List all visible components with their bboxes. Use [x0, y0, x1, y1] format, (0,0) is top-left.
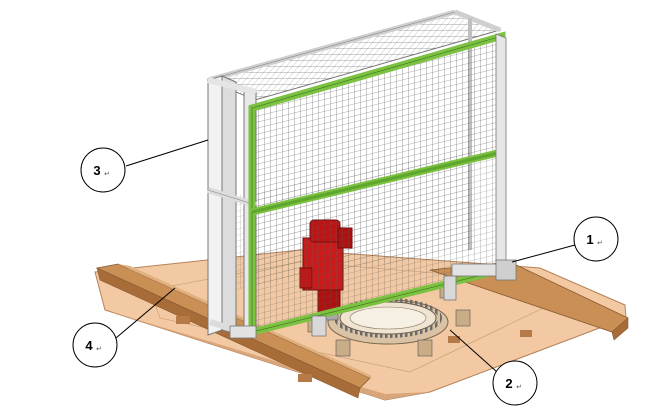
- callout-2-number: 2: [505, 376, 512, 391]
- callout-1: 1 ↵: [573, 216, 619, 262]
- callout-4-number: 4: [85, 338, 93, 353]
- callout-4: 4 ↵: [72, 322, 118, 368]
- callout-2-mark: ↵: [516, 383, 522, 391]
- callout-1-number: 1: [586, 232, 593, 247]
- callout-3: 3 ↵: [80, 147, 126, 193]
- callout-1-mark: ↵: [597, 239, 603, 247]
- frame-feet: [229, 259, 517, 339]
- callout-3-mark: ↵: [104, 170, 110, 178]
- callout-3-number: 3: [93, 163, 100, 178]
- leader-lines: [115, 139, 576, 373]
- rotary-ring: [327, 298, 449, 345]
- callout-2: 2 ↵: [492, 360, 538, 406]
- callout-4-mark: ↵: [96, 345, 102, 353]
- base-brackets: [176, 316, 532, 382]
